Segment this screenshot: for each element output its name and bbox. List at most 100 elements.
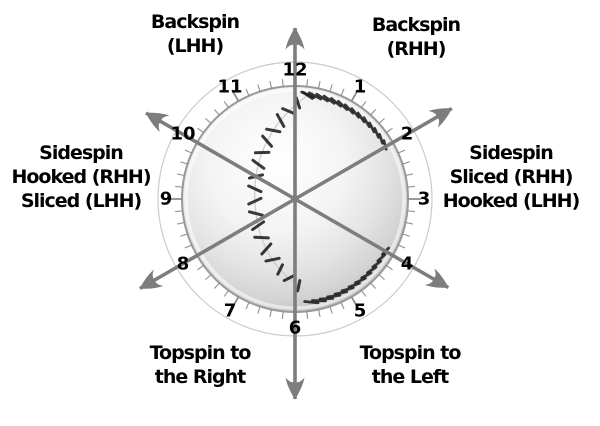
tick-mark (340, 88, 345, 97)
seam-stitch (354, 276, 367, 285)
tick-mark (385, 264, 393, 271)
label-line: (LHH) (166, 35, 224, 57)
tick-mark (245, 301, 250, 310)
seam-stitch (378, 132, 384, 145)
tick-mark (269, 308, 273, 317)
seam-stitch (251, 220, 266, 232)
tick-mark (406, 210, 415, 213)
seam-stitch (264, 256, 281, 263)
tick-mark (378, 117, 385, 125)
tick-mark (329, 305, 333, 314)
tick-mark (177, 221, 186, 225)
tick-mark (406, 185, 415, 188)
label-topspin-left: Topspin to the Left (330, 341, 490, 389)
label-line: the Right (154, 366, 246, 388)
label-topspin-right: Topspin to the Right (120, 341, 280, 389)
label-line: Topspin to (359, 342, 462, 364)
seam-stitch (307, 91, 323, 101)
clock-number-6: 6 (289, 318, 302, 339)
tick-mark (205, 273, 212, 281)
seam-stitch (315, 92, 329, 103)
clock-number-2: 2 (401, 124, 414, 145)
seam-stitch (276, 263, 284, 276)
tick-mark (397, 149, 406, 154)
seam-stitch (251, 158, 266, 170)
tick-mark (213, 282, 221, 289)
seam-stitch (350, 107, 360, 119)
tick-mark (205, 117, 212, 125)
tick-mark (385, 127, 393, 134)
tick-mark (369, 109, 377, 116)
clock-number-1: 1 (354, 77, 367, 98)
tick-mark (404, 173, 413, 177)
tick-mark (360, 289, 367, 297)
tick-mark (257, 84, 261, 93)
seam-stitch (347, 281, 361, 289)
clock-numbers: 1 2 3 4 5 6 7 8 9 10 11 12 (160, 60, 431, 339)
tick-mark (329, 84, 333, 93)
seam-stitch (300, 90, 316, 99)
label-backspin-lhh: Backspin (LHH) (115, 10, 275, 58)
label-line: Sidespin (469, 142, 554, 164)
label-line: Backspin (371, 14, 461, 36)
seam-stitch (282, 274, 296, 283)
clock-number-4: 4 (401, 254, 414, 275)
tick-mark (231, 89, 240, 103)
tick-mark (231, 295, 240, 309)
seam-stitch (247, 196, 263, 206)
label-line: Sliced (RHH) (449, 166, 574, 188)
label-line: Hooked (RHH) (11, 166, 151, 188)
label-line: the Left (371, 366, 449, 388)
seam-stitch (333, 290, 349, 296)
clock-number-9: 9 (160, 189, 173, 210)
tick-mark (213, 109, 221, 116)
tick-mark (184, 244, 193, 249)
tick-mark (397, 244, 406, 249)
clock-number-12: 12 (282, 60, 307, 81)
seam-stitch (356, 111, 366, 124)
label-line: Hooked (LHH) (442, 190, 581, 212)
label-sidespin-right: Sidespin Sliced (RHH) Hooked (LHH) (427, 141, 595, 213)
spin-axis-arrows (139, 27, 453, 400)
tick-mark (281, 310, 284, 319)
clock-number-8: 8 (177, 254, 190, 275)
tick-mark (306, 310, 309, 319)
spin-arrow (294, 197, 450, 290)
tick-mark (180, 161, 189, 165)
tick-mark (177, 173, 186, 177)
tick-mark (360, 101, 367, 109)
label-line: Backspin (150, 11, 240, 33)
spin-arrow (294, 106, 453, 201)
seam-stitch (247, 210, 264, 217)
seam-stitch (362, 116, 371, 129)
seam-stitch (326, 293, 342, 299)
seam-stitch (366, 265, 378, 274)
tick-mark (269, 81, 273, 90)
seam-stitch (296, 279, 302, 293)
tick-mark (401, 161, 410, 165)
seam-stitch (373, 127, 380, 139)
tick-mark (197, 127, 205, 134)
label-sidespin-left: Sidespin Hooked (RHH) Sliced (LHH) (0, 141, 162, 213)
seam-stitch (337, 100, 349, 111)
tick-mark (378, 273, 385, 281)
spin-arrow (139, 197, 296, 291)
tick-mark (175, 210, 184, 213)
tick-mark (404, 221, 413, 225)
seam-stitch (260, 242, 273, 256)
seam-stitch (371, 259, 383, 269)
seam-stitch (376, 253, 387, 263)
seam-stitch (294, 96, 302, 110)
seam-stitch (368, 121, 376, 134)
tick-mark (369, 282, 377, 289)
clock-number-3: 3 (418, 189, 431, 210)
tick-mark (257, 305, 261, 314)
tick-mark (197, 264, 205, 271)
tick-mark (184, 149, 193, 154)
label-line: Topspin to (149, 342, 252, 364)
seam-stitch (330, 97, 343, 108)
seam-stitch (343, 103, 355, 115)
seam-stitch (275, 113, 286, 128)
